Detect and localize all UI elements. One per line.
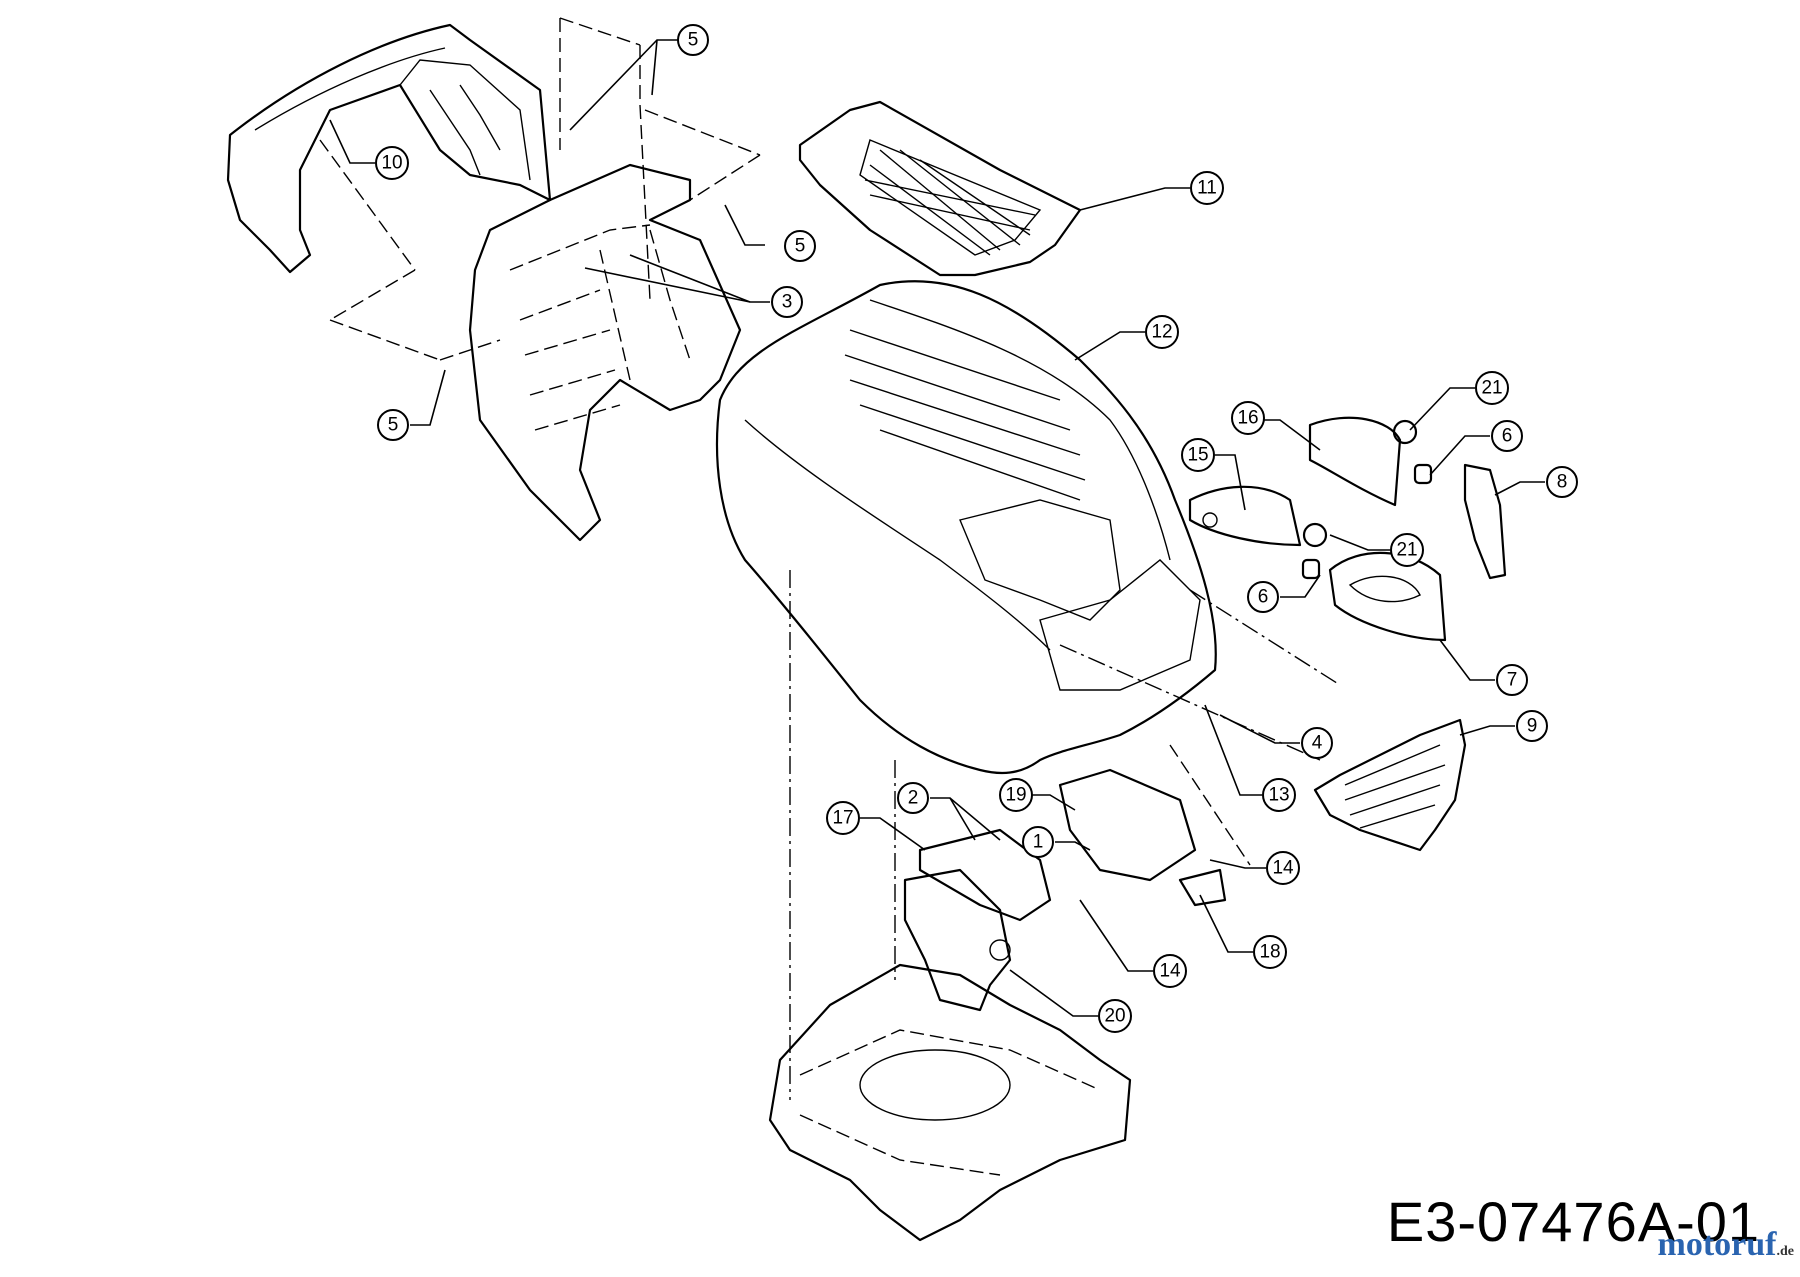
svg-text:4: 4 [1312, 733, 1323, 754]
svg-text:11: 11 [1197, 178, 1217, 199]
svg-text:2: 2 [908, 788, 919, 809]
watermark-logo: motoruf.de [1658, 1226, 1794, 1264]
svg-text:16: 16 [1237, 408, 1258, 429]
callout-5b: 5 [784, 230, 816, 262]
watermark-name: motoruf [1657, 1226, 1777, 1263]
svg-text:18: 18 [1259, 942, 1280, 963]
part-20-front-bracket [903, 868, 1012, 1012]
callout-12: 12 [1145, 315, 1179, 349]
callout-21b: 21 [1390, 533, 1424, 567]
svg-text:5: 5 [688, 30, 699, 51]
callout-14b: 14 [1153, 954, 1187, 988]
part-9-grille [1313, 718, 1467, 852]
callout-1: 1 [1022, 826, 1054, 858]
part-15-lens [1188, 485, 1302, 547]
svg-text:14: 14 [1272, 858, 1294, 879]
callout-5c: 5 [377, 409, 409, 441]
callout-17: 17 [826, 801, 860, 835]
part-11-dash-panel [798, 100, 1082, 277]
diagram-code: E3-07476A-01 [1386, 1190, 1760, 1253]
callouts: 5 5 5 5 10 11 3 12 16 21 6 15 8 21 6 7 4… [375, 24, 1578, 1033]
svg-text:21: 21 [1481, 378, 1502, 399]
part-18-bracket [1178, 868, 1227, 907]
part-19-bracket [1058, 768, 1197, 882]
svg-text:3: 3 [782, 292, 793, 313]
callout-4: 4 [1301, 727, 1333, 759]
svg-text:12: 12 [1151, 322, 1172, 343]
assembly-lines [319, 17, 1341, 1100]
callout-2: 2 [897, 782, 929, 814]
callout-15: 15 [1181, 438, 1215, 472]
callout-20: 20 [1098, 999, 1132, 1033]
svg-text:21: 21 [1396, 540, 1417, 561]
callout-7: 7 [1496, 664, 1528, 696]
part-8-side-lens [1463, 463, 1507, 580]
callout-5a: 5 [677, 24, 709, 56]
callout-3: 3 [771, 286, 803, 318]
callout-10: 10 [375, 146, 409, 180]
watermark-tld: .de [1776, 1244, 1795, 1259]
part-10-rear-cover [226, 23, 552, 274]
svg-text:5: 5 [388, 415, 399, 436]
callout-8: 8 [1546, 466, 1578, 498]
callout-19: 19 [999, 778, 1033, 812]
callout-11: 11 [1190, 171, 1224, 205]
svg-text:1: 1 [1033, 832, 1044, 853]
svg-text:7: 7 [1507, 670, 1518, 691]
svg-text:17: 17 [832, 808, 853, 829]
leader-lines [329, 39, 1545, 1017]
callout-18: 18 [1253, 935, 1287, 969]
svg-text:14: 14 [1159, 961, 1181, 982]
part-16-lens [1308, 416, 1402, 507]
svg-text:6: 6 [1502, 426, 1513, 447]
svg-text:8: 8 [1557, 472, 1568, 493]
callout-9: 9 [1516, 710, 1548, 742]
callout-16: 16 [1231, 401, 1265, 435]
svg-text:6: 6 [1258, 587, 1269, 608]
callout-6b: 6 [1247, 581, 1279, 613]
svg-text:5: 5 [795, 236, 806, 257]
callout-6a: 6 [1491, 420, 1523, 452]
part-7-housing [1328, 551, 1447, 642]
svg-text:19: 19 [1005, 785, 1026, 806]
callout-21a: 21 [1475, 371, 1509, 405]
svg-text:9: 9 [1527, 716, 1538, 737]
part-3-dash-frame [468, 163, 742, 542]
floor-pan [768, 963, 1132, 1242]
svg-text:20: 20 [1104, 1006, 1125, 1027]
callout-13: 13 [1262, 778, 1296, 812]
callout-14a: 14 [1266, 851, 1300, 885]
svg-text:13: 13 [1268, 785, 1289, 806]
svg-text:10: 10 [381, 153, 402, 174]
part-12-hood [715, 280, 1217, 775]
svg-text:15: 15 [1187, 445, 1208, 466]
